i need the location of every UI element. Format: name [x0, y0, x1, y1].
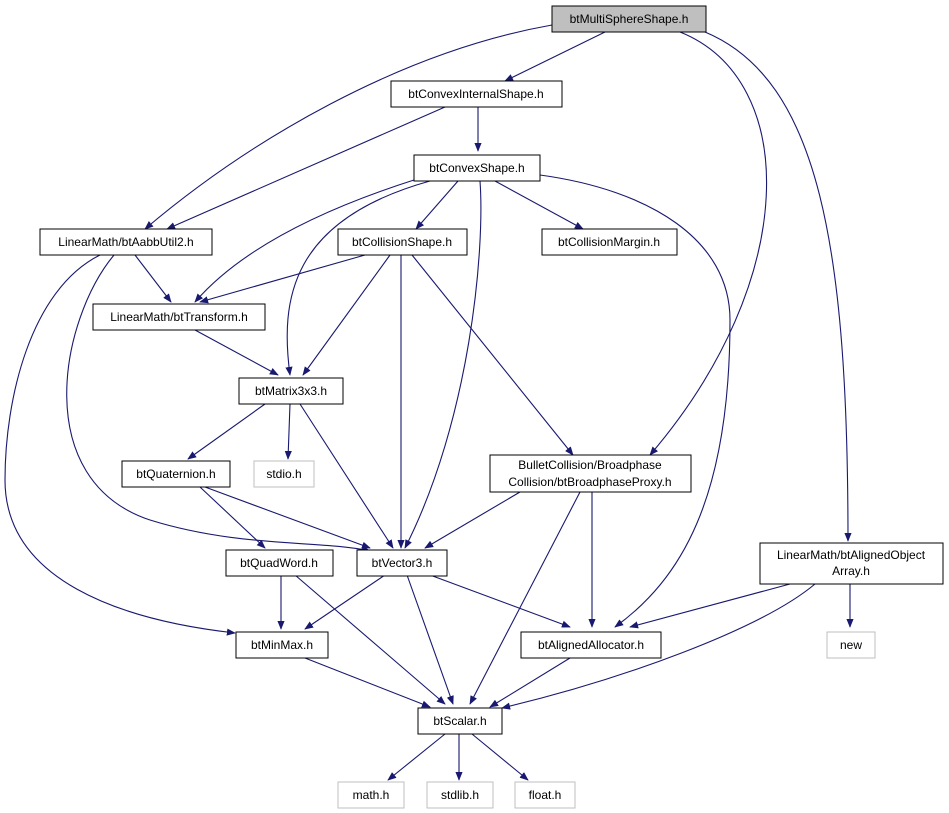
edges [4, 24, 854, 781]
node-label: btCollisionMargin.h [558, 235, 660, 249]
node-label: btScalar.h [433, 714, 486, 728]
edge-scalar-to-math [387, 733, 446, 781]
node-btquaternion[interactable]: btQuaternion.h [121, 460, 231, 488]
edge-collisionshape-to-transform [199, 254, 366, 304]
edge-convexshape-to-matrix3x3 [285, 180, 431, 376]
node-label: btConvexInternalShape.h [408, 87, 543, 101]
edge-minmax-to-scalar [304, 657, 431, 708]
node-label-line-2: Collision/btBroadphaseProxy.h [508, 475, 671, 489]
node-label: stdlib.h [441, 788, 479, 802]
edge-matrix3x3-to-stdio [284, 403, 292, 460]
edge-broadphaseproxy-to-vector3 [424, 491, 521, 549]
node-label: btMinMax.h [251, 638, 313, 652]
edge-transform-to-matrix3x3 [194, 329, 279, 376]
edge-scalar-to-float [471, 733, 529, 781]
edge-broadphaseproxy-to-scalar [469, 491, 581, 705]
node-label: btQuaternion.h [136, 467, 215, 481]
node-label: btMultiSphereShape.h [570, 12, 689, 26]
node-label: btCollisionShape.h [352, 235, 452, 249]
edge-multisphere-to-broadphaseproxy [649, 31, 768, 456]
node-label-line-1: BulletCollision/Broadphase [518, 458, 662, 472]
node-label: LinearMath/btAabbUtil2.h [58, 235, 193, 249]
node-math[interactable]: math.h [337, 781, 405, 809]
node-btcollisionmargin[interactable]: btCollisionMargin.h [541, 228, 678, 256]
node-new[interactable]: new [826, 631, 876, 659]
node-btconvexshape[interactable]: btConvexShape.h [413, 154, 541, 182]
node-btaabbutil2[interactable]: LinearMath/btAabbUtil2.h [39, 228, 213, 256]
node-label-line-2: Array.h [832, 564, 870, 578]
edge-multisphere-to-aabbutil2 [144, 24, 553, 230]
node-label: float.h [529, 788, 562, 802]
nodes: btMultiSphereShape.h btConvexInternalSha… [39, 5, 944, 809]
node-label: btMatrix3x3.h [255, 384, 327, 398]
node-btcollisionshape[interactable]: btCollisionShape.h [337, 228, 468, 256]
node-btscalar[interactable]: btScalar.h [417, 707, 503, 735]
node-label: new [840, 638, 862, 652]
node-btconvexinternalshape[interactable]: btConvexInternalShape.h [390, 80, 563, 108]
edge-vector3-to-minmax [304, 574, 386, 630]
edge-vector3-to-alignedallocator [429, 574, 571, 628]
node-label: LinearMath/btTransform.h [110, 310, 248, 324]
edge-alignedobjectarray-to-scalar [501, 583, 816, 710]
edge-alignedallocator-to-scalar [489, 657, 571, 708]
node-stdio[interactable]: stdio.h [253, 460, 315, 488]
edge-multisphere-to-convexinternal [504, 31, 606, 82]
edge-convexinternal-to-aabbutil2 [166, 106, 446, 230]
edge-alignedobjectarray-to-alignedallocator [629, 583, 791, 629]
edge-quadword-to-scalar [294, 574, 446, 705]
node-label: btVector3.h [372, 556, 433, 570]
node-btmultisphereshape[interactable]: btMultiSphereShape.h [551, 5, 707, 33]
edge-convexshape-to-collisionshape [415, 180, 459, 230]
edge-convexshape-to-collisionmargin [494, 180, 584, 230]
node-float[interactable]: float.h [514, 781, 576, 809]
node-btbroadphaseproxy[interactable]: BulletCollision/Broadphase Collision/btB… [489, 454, 692, 493]
node-btquadword[interactable]: btQuadWord.h [225, 549, 334, 577]
node-btmatrix3x3[interactable]: btMatrix3x3.h [238, 377, 344, 405]
node-btvector3[interactable]: btVector3.h [356, 549, 448, 577]
edge-vector3-to-scalar [406, 574, 454, 705]
edge-convexshape-to-transform [194, 179, 415, 303]
edge-quaternion-to-quadword [199, 486, 266, 549]
edge-matrix3x3-to-vector3 [299, 403, 394, 549]
edge-quaternion-to-vector3 [204, 486, 371, 549]
node-label: math.h [353, 788, 390, 802]
node-label: btAlignedAllocator.h [538, 638, 644, 652]
edge-collisionshape-to-matrix3x3 [302, 254, 391, 376]
node-label: btQuadWord.h [240, 556, 318, 570]
edge-aabbutil2-to-transform [134, 254, 172, 303]
edge-convexshape-to-alignedallocator [539, 174, 731, 628]
edge-multisphere-to-alignedobjectarray [704, 31, 852, 542]
node-btalignedallocator[interactable]: btAlignedAllocator.h [520, 631, 662, 659]
node-label-line-1: LinearMath/btAlignedObject [777, 548, 926, 562]
edge-collisionshape-to-broadphaseproxy [411, 254, 574, 456]
edge-matrix3x3-to-quaternion [187, 403, 266, 460]
node-label: btConvexShape.h [429, 161, 524, 175]
node-stdlib[interactable]: stdlib.h [426, 781, 494, 809]
edge-aabbutil2-to-vector3 [66, 254, 371, 553]
edge-convexshape-to-vector3 [404, 180, 482, 549]
edge-aabbutil2-to-minmax [4, 254, 236, 636]
node-label: stdio.h [266, 467, 301, 481]
node-btminmax[interactable]: btMinMax.h [235, 631, 329, 659]
node-btalignedobjectarray[interactable]: LinearMath/btAlignedObject Array.h [759, 542, 944, 585]
node-bttransform[interactable]: LinearMath/btTransform.h [92, 303, 266, 331]
